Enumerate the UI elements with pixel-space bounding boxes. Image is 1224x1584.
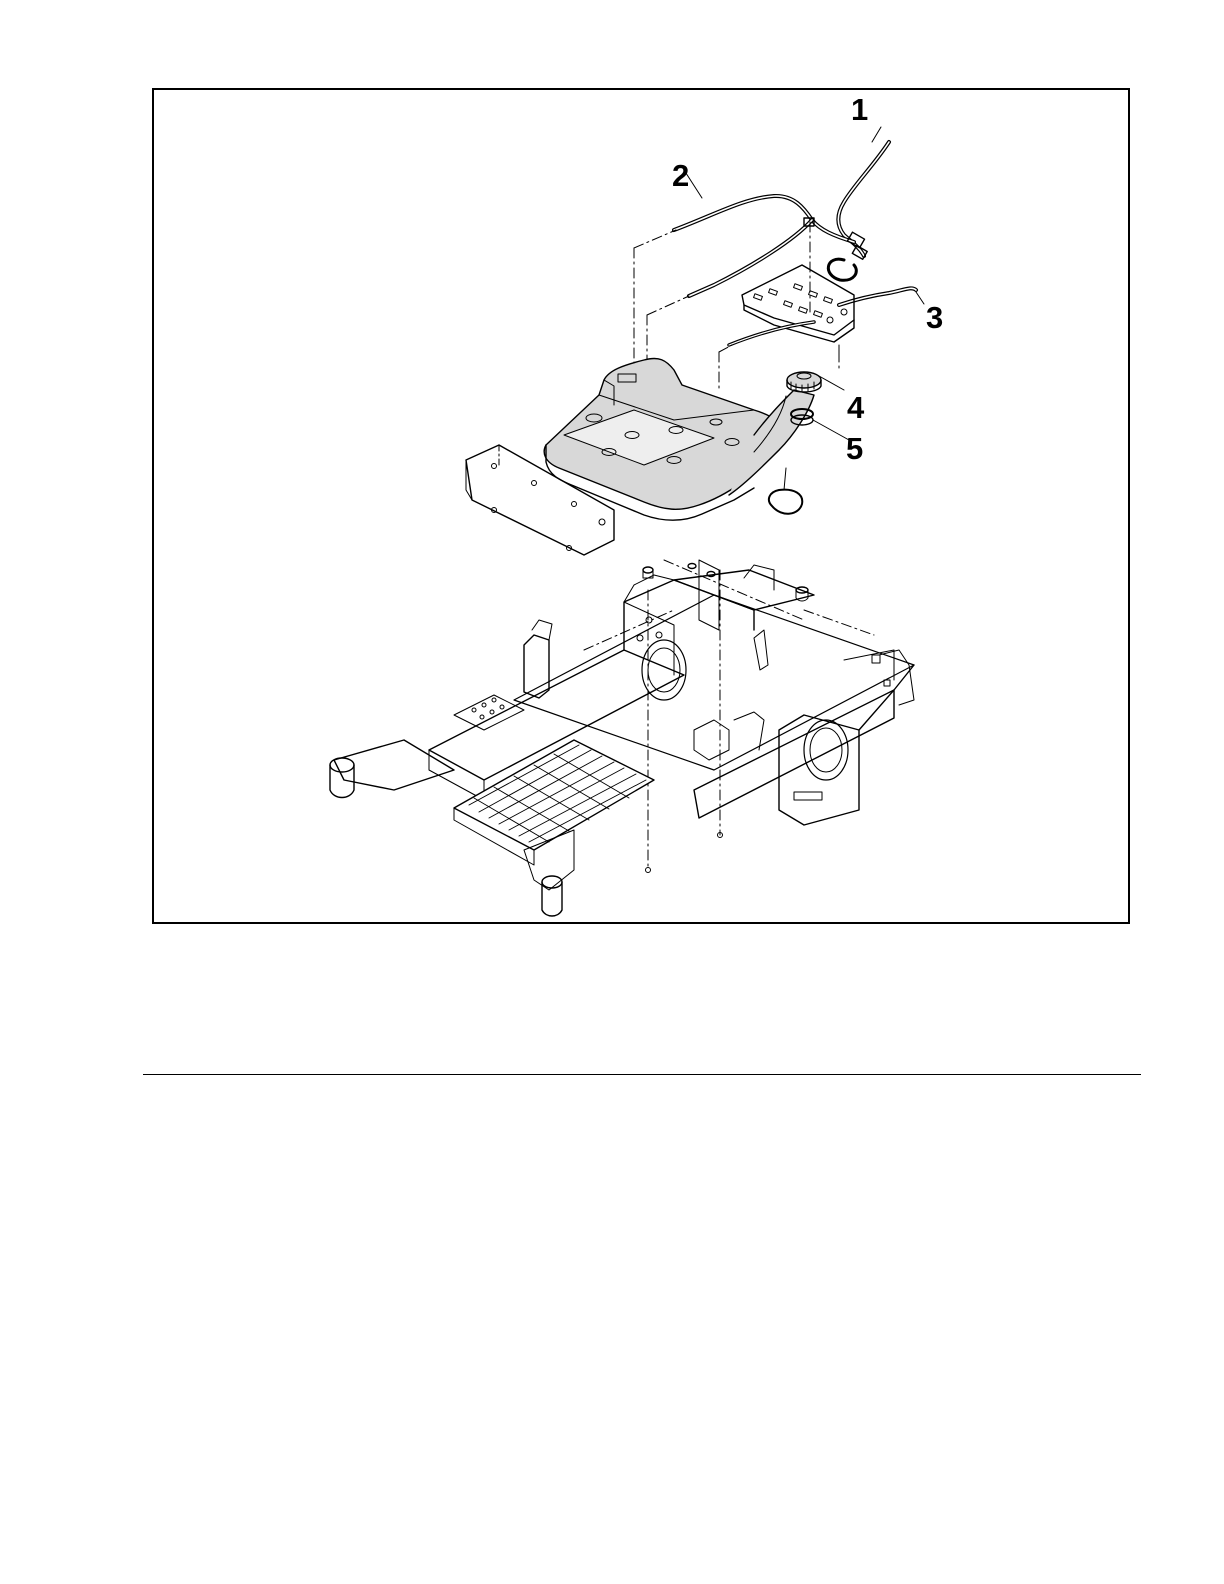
fuel-tank [544,358,814,520]
fuel-line-2 [674,170,854,296]
fuel-system-exploded-diagram [154,90,1128,922]
callout-label-5: 5 [846,433,863,464]
callout-label-1: 1 [851,94,868,125]
callout-label-2: 2 [672,160,689,191]
callout-label-4: 4 [847,392,864,423]
horizontal-rule [143,1074,1141,1075]
mower-chassis-frame [330,560,914,916]
tank-bracket-plate [742,265,854,342]
fuel-line-3 [839,288,924,305]
mounting-hardware [643,564,808,873]
fuel-line-1 [838,127,889,256]
vent-hose [729,322,814,345]
callout-label-3: 3 [926,302,943,333]
fuel-cap [787,372,844,392]
assembly-guide-lines-lower [584,560,874,870]
exploded-view-figure: 1 2 3 4 5 [152,88,1130,924]
